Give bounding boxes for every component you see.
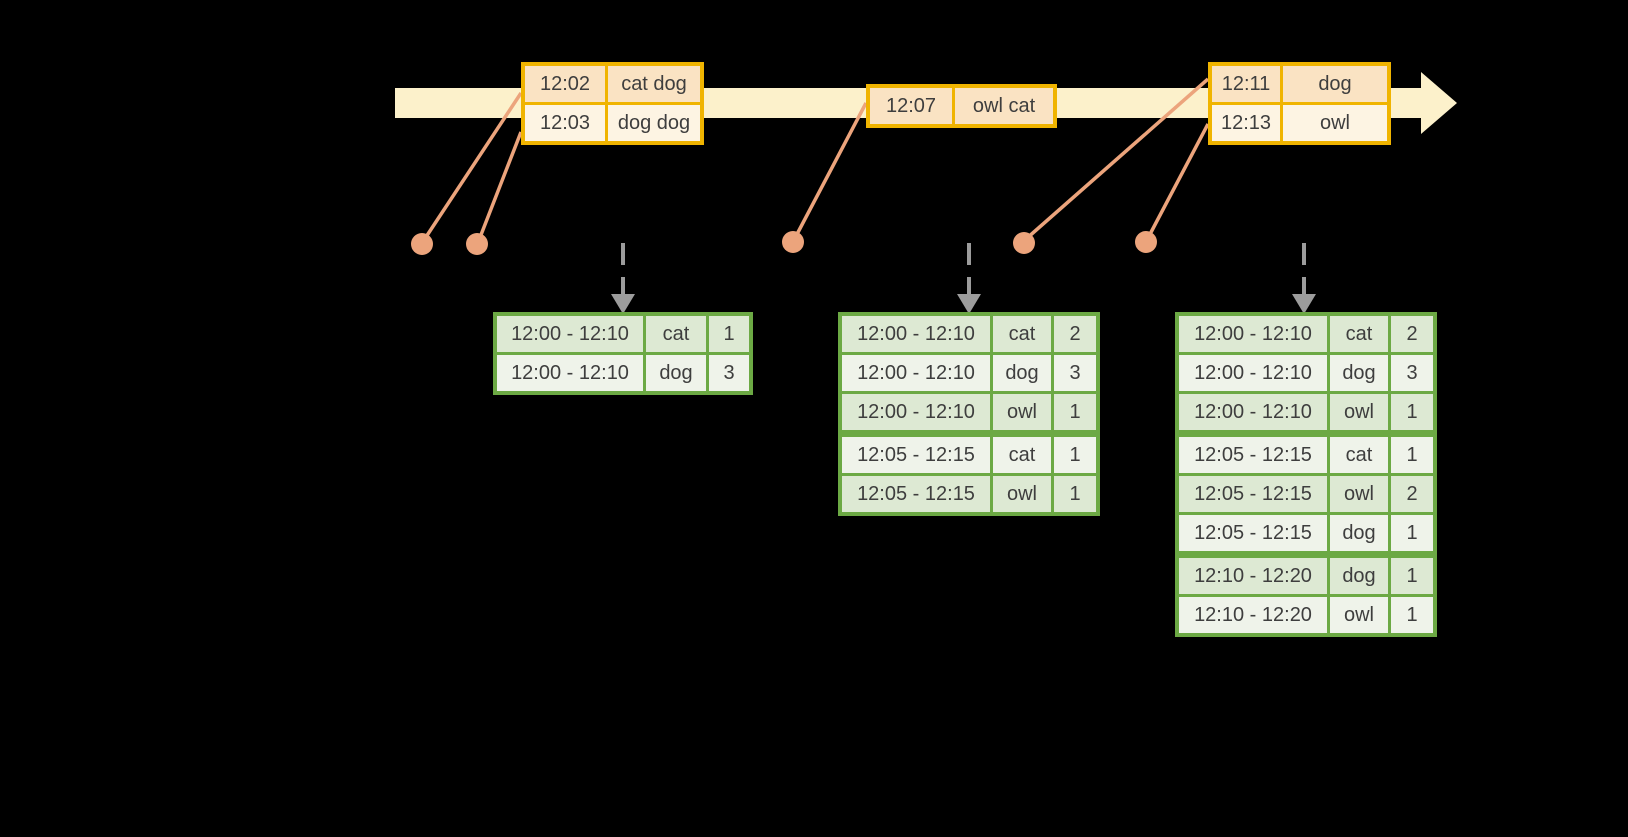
- result-count-cell: 1: [1391, 394, 1433, 430]
- event-table: 12:07 owl cat: [866, 84, 1057, 128]
- event-words-cell: cat dog: [608, 66, 700, 102]
- result-row: 12:05 - 12:15 cat 1: [842, 437, 1096, 473]
- event-table: 12:11 dog 12:13 owl: [1208, 62, 1391, 145]
- result-word-cell: dog: [1330, 355, 1388, 391]
- result-word-cell: dog: [1330, 558, 1388, 594]
- result-word-cell: owl: [993, 394, 1051, 430]
- result-count-cell: 3: [709, 355, 749, 391]
- result-window-cell: 12:00 - 12:10: [842, 355, 990, 391]
- result-row: 12:10 - 12:20 owl 1: [1179, 597, 1433, 633]
- result-row: 12:00 - 12:10 cat 1: [497, 316, 749, 352]
- event-words-cell: owl cat: [955, 88, 1053, 124]
- result-word-cell: owl: [1330, 394, 1388, 430]
- result-row: 12:10 - 12:20 dog 1: [1179, 558, 1433, 594]
- event-table: 12:02 cat dog 12:03 dog dog: [521, 62, 704, 145]
- event-dot: [466, 233, 488, 255]
- result-row: 12:00 - 12:10 cat 2: [842, 316, 1096, 352]
- result-count-cell: 2: [1391, 476, 1433, 512]
- result-row: 12:05 - 12:15 dog 1: [1179, 515, 1433, 551]
- result-count-cell: 3: [1054, 355, 1096, 391]
- result-window-cell: 12:00 - 12:10: [842, 316, 990, 352]
- result-window-cell: 12:05 - 12:15: [842, 476, 990, 512]
- event-words-cell: owl: [1283, 105, 1387, 141]
- event-row: 12:02 cat dog: [525, 66, 700, 102]
- result-word-cell: dog: [993, 355, 1051, 391]
- event-time-cell: 12:02: [525, 66, 605, 102]
- result-count-cell: 2: [1391, 316, 1433, 352]
- result-count-cell: 1: [709, 316, 749, 352]
- event-dot: [411, 233, 433, 255]
- event-dot: [1013, 232, 1035, 254]
- result-window-cell: 12:05 - 12:15: [842, 437, 990, 473]
- result-count-cell: 1: [1391, 597, 1433, 633]
- event-connector-line: [422, 92, 523, 241]
- event-connector-line: [477, 131, 523, 241]
- result-row: 12:00 - 12:10 owl 1: [842, 394, 1096, 430]
- result-window-cell: 12:05 - 12:15: [1179, 437, 1327, 473]
- result-window-cell: 12:10 - 12:20: [1179, 597, 1327, 633]
- result-word-cell: cat: [993, 316, 1051, 352]
- result-count-cell: 1: [1391, 515, 1433, 551]
- result-table: 12:00 - 12:10 cat 2 12:00 - 12:10 dog 3 …: [838, 312, 1100, 516]
- result-row: 12:05 - 12:15 cat 1: [1179, 437, 1433, 473]
- event-dot: [782, 231, 804, 253]
- result-window-cell: 12:05 - 12:15: [1179, 476, 1327, 512]
- result-count-cell: 1: [1054, 394, 1096, 430]
- event-time-cell: 12:03: [525, 105, 605, 141]
- result-word-cell: owl: [1330, 597, 1388, 633]
- result-count-cell: 1: [1054, 437, 1096, 473]
- trigger-arrow: [1292, 243, 1316, 314]
- result-row: 12:00 - 12:10 dog 3: [1179, 355, 1433, 391]
- result-word-cell: cat: [646, 316, 706, 352]
- result-word-cell: dog: [1330, 515, 1388, 551]
- result-count-cell: 3: [1391, 355, 1433, 391]
- result-window-cell: 12:00 - 12:10: [1179, 394, 1327, 430]
- result-word-cell: owl: [1330, 476, 1388, 512]
- event-connector-line: [793, 102, 868, 239]
- result-window-cell: 12:00 - 12:10: [497, 355, 643, 391]
- result-window-cell: 12:00 - 12:10: [1179, 355, 1327, 391]
- event-connector-line: [1024, 77, 1210, 241]
- event-time-cell: 12:11: [1212, 66, 1280, 102]
- result-window-cell: 12:00 - 12:10: [1179, 316, 1327, 352]
- result-row: 12:00 - 12:10 dog 3: [842, 355, 1096, 391]
- result-window-cell: 12:05 - 12:15: [1179, 515, 1327, 551]
- result-window-cell: 12:00 - 12:10: [842, 394, 990, 430]
- event-time-cell: 12:13: [1212, 105, 1280, 141]
- result-row: 12:05 - 12:15 owl 2: [1179, 476, 1433, 512]
- event-words-cell: dog dog: [608, 105, 700, 141]
- result-table: 12:00 - 12:10 cat 1 12:00 - 12:10 dog 3: [493, 312, 753, 395]
- result-word-cell: cat: [993, 437, 1051, 473]
- event-connector-line: [1146, 123, 1210, 239]
- event-row: 12:03 dog dog: [525, 105, 700, 141]
- result-row: 12:00 - 12:10 cat 2: [1179, 316, 1433, 352]
- event-time-cell: 12:07: [870, 88, 952, 124]
- trigger-arrow: [957, 243, 981, 314]
- result-word-cell: cat: [1330, 437, 1388, 473]
- event-dot: [1135, 231, 1157, 253]
- result-word-cell: cat: [1330, 316, 1388, 352]
- result-word-cell: dog: [646, 355, 706, 391]
- event-row: 12:07 owl cat: [870, 88, 1053, 124]
- result-count-cell: 1: [1391, 437, 1433, 473]
- trigger-arrow: [611, 243, 635, 314]
- result-count-cell: 1: [1054, 476, 1096, 512]
- result-row: 12:00 - 12:10 dog 3: [497, 355, 749, 391]
- result-window-cell: 12:00 - 12:10: [497, 316, 643, 352]
- result-row: 12:05 - 12:15 owl 1: [842, 476, 1096, 512]
- result-count-cell: 1: [1391, 558, 1433, 594]
- event-row: 12:13 owl: [1212, 105, 1387, 141]
- event-words-cell: dog: [1283, 66, 1387, 102]
- result-window-cell: 12:10 - 12:20: [1179, 558, 1327, 594]
- result-row: 12:00 - 12:10 owl 1: [1179, 394, 1433, 430]
- result-word-cell: owl: [993, 476, 1051, 512]
- result-table: 12:00 - 12:10 cat 2 12:00 - 12:10 dog 3 …: [1175, 312, 1437, 637]
- event-row: 12:11 dog: [1212, 66, 1387, 102]
- result-count-cell: 2: [1054, 316, 1096, 352]
